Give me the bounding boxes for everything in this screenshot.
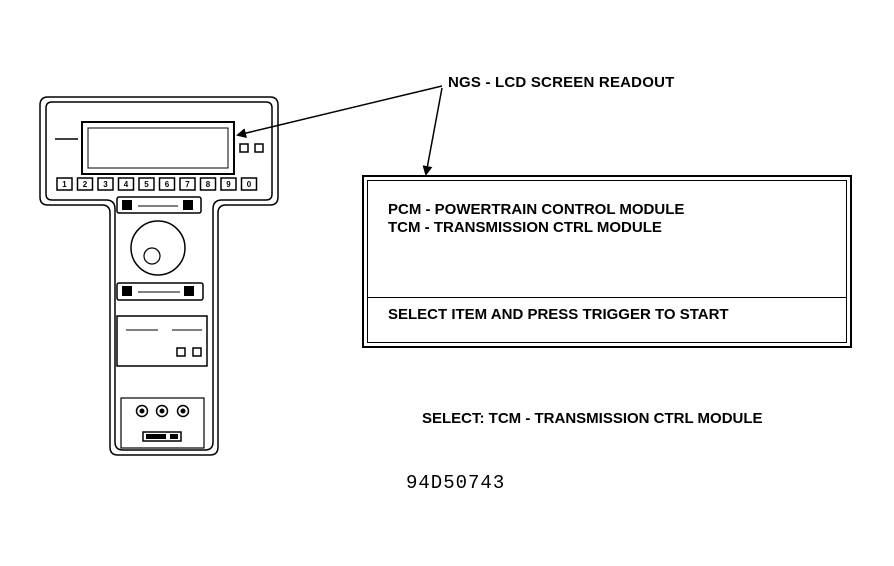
readout-menu-item-pcm[interactable]: PCM - POWERTRAIN CONTROL MODULE	[388, 201, 685, 218]
tester-rotary-dial[interactable]	[130, 220, 186, 276]
keypad-key-1[interactable]	[56, 177, 73, 191]
keypad-key-2[interactable]	[76, 177, 94, 191]
tester-inner-body	[45, 101, 273, 451]
keypad-key-4[interactable]	[117, 177, 135, 191]
keypad-key-label: 7	[185, 180, 190, 189]
keypad-key-3[interactable]	[97, 177, 114, 191]
callout-arrow-to-tester	[236, 85, 443, 138]
readout-prompt: SELECT ITEM AND PRESS TRIGGER TO START	[388, 306, 729, 323]
keypad-key-8[interactable]	[199, 177, 217, 191]
callout-label: NGS - LCD SCREEN READOUT	[448, 74, 675, 91]
tester-outer-body	[39, 96, 279, 456]
tester-lower-panel-button-right[interactable]	[192, 347, 202, 357]
select-caption: SELECT: TCM - TRANSMISSION CTRL MODULE	[422, 410, 763, 427]
tester-connector-panel	[120, 397, 205, 449]
jack-2[interactable]	[155, 404, 169, 418]
tester-keypad: 1 2 3 4 5 6 7 8 9 0	[56, 177, 258, 191]
tester-lower-panel	[116, 315, 208, 367]
keypad-key-label: 4	[124, 180, 129, 189]
jack-1[interactable]	[135, 404, 149, 418]
jack-3[interactable]	[176, 404, 190, 418]
tester-lower-slider[interactable]	[116, 282, 204, 301]
keypad-key-9[interactable]	[220, 177, 237, 191]
keypad-key-label: 1	[62, 180, 67, 189]
tester-screen-button-right[interactable]	[254, 143, 264, 153]
tester-lower-panel-button-left[interactable]	[176, 347, 186, 357]
keypad-key-0[interactable]	[240, 177, 258, 191]
keypad-key-label: 0	[247, 180, 252, 189]
tester-data-port[interactable]	[142, 431, 182, 442]
readout-menu-item-tcm[interactable]: TCM - TRANSMISSION CTRL MODULE	[388, 219, 662, 236]
tester-connector-jacks	[135, 404, 190, 418]
readout-divider	[368, 297, 846, 298]
keypad-key-label: 9	[226, 180, 231, 189]
callout-arrow-to-readout	[422, 87, 443, 176]
keypad-key-label: 5	[144, 180, 149, 189]
keypad-key-label: 3	[103, 180, 108, 189]
keypad-key-label: 2	[83, 180, 88, 189]
keypad-key-5[interactable]	[138, 177, 155, 191]
tester-screen-button-left[interactable]	[239, 143, 249, 153]
tester-upper-slider[interactable]	[116, 196, 202, 214]
tester-lcd-screen-inner	[87, 127, 229, 169]
ngs-tester-device: 1 2 3 4 5 6 7 8 9 0	[39, 96, 279, 456]
keypad-key-7[interactable]	[179, 177, 196, 191]
lcd-readout-panel: PCM - POWERTRAIN CONTROL MODULE TCM - TR…	[362, 175, 852, 348]
keypad-key-label: 8	[206, 180, 211, 189]
keypad-key-6[interactable]	[158, 177, 176, 191]
tester-rotary-dial-knob	[143, 247, 161, 265]
figure-id: 94D50743	[406, 472, 506, 494]
tester-lcd-screen	[81, 121, 235, 175]
keypad-key-label: 6	[165, 180, 170, 189]
